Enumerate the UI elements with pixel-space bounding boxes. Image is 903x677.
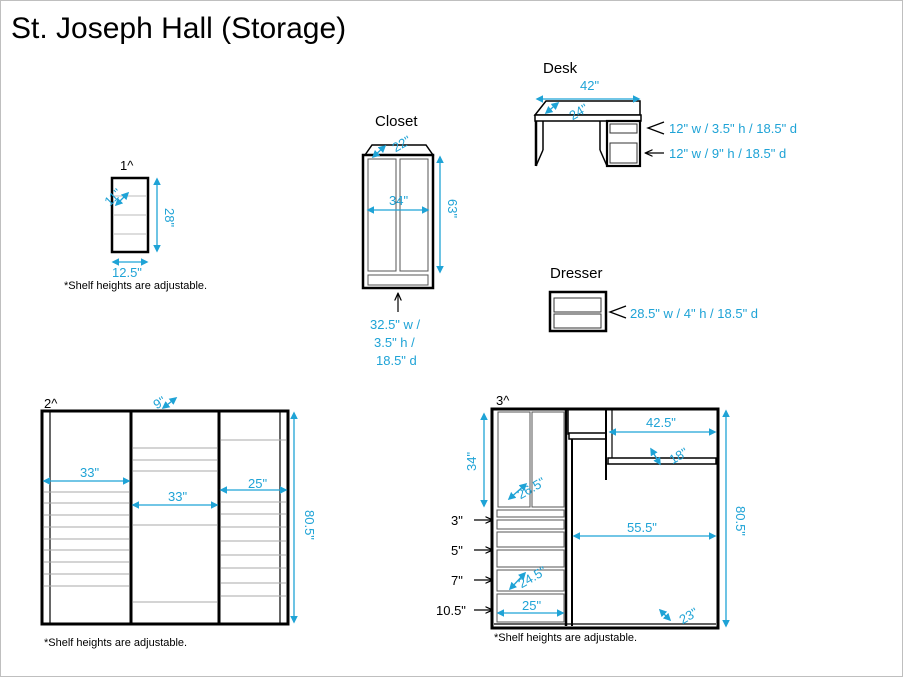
- unit2-wardrobe-drawing: [40, 397, 298, 626]
- desk-width-label: 42": [580, 78, 600, 93]
- unit3-drawer3-label: 7": [451, 573, 463, 588]
- unit3-open-width-label: 55.5": [627, 520, 657, 535]
- closet-drawer-line3: 18.5" d: [376, 353, 417, 368]
- closet-width-label: 34": [389, 193, 409, 208]
- unit3-drawer1-label: 3": [451, 513, 463, 528]
- desk-bottom-drawer-label: 12" w / 9" h / 18.5" d: [669, 146, 787, 161]
- unit3-note: *Shelf heights are adjustable.: [494, 632, 638, 644]
- unit3-drawer-width-label: 25": [522, 598, 542, 613]
- unit3-height-label: 80.5": [733, 506, 748, 536]
- unit3-closet-system-drawing: [474, 407, 730, 630]
- dresser-drawers-label: 28.5" w / 4" h / 18.5" d: [630, 306, 759, 321]
- unit2-left-width-label: 33": [80, 465, 100, 480]
- unit2-note: *Shelf heights are adjustable.: [44, 637, 188, 649]
- unit2-mid-width-label: 33": [168, 489, 188, 504]
- desk-title: Desk: [543, 60, 578, 77]
- desk-top-drawer-label: 12" w / 3.5" h / 18.5" d: [669, 121, 798, 136]
- unit3-drawer4-label: 10.5": [436, 603, 466, 618]
- unit3-shelf-width-label: 42.5": [646, 415, 676, 430]
- unit1-shelf-drawing: [110, 176, 161, 266]
- unit2-right-width-label: 25": [248, 476, 268, 491]
- unit2-height-label: 80.5": [302, 510, 317, 540]
- unit3-drawer2-label: 5": [451, 543, 463, 558]
- page-title: St. Joseph Hall (Storage): [11, 12, 347, 45]
- unit1-width-label: 12.5": [112, 265, 142, 280]
- closet-drawer-line1: 32.5" w /: [370, 317, 421, 332]
- desk-drawing: [533, 95, 665, 168]
- closet-title: Closet: [375, 113, 418, 130]
- unit3-tag: 3^: [496, 393, 510, 408]
- unit1-height-label: 28": [162, 208, 177, 228]
- closet-drawing: [361, 144, 444, 312]
- dresser-drawing: [548, 290, 627, 333]
- closet-height-label: 63": [445, 199, 460, 219]
- unit1-note: *Shelf heights are adjustable.: [64, 280, 208, 292]
- dresser-title: Dresser: [550, 265, 603, 282]
- unit1-tag: 1^: [120, 158, 134, 173]
- unit3-top-section-label: 34": [464, 451, 479, 471]
- unit2-tag: 2^: [44, 396, 58, 411]
- closet-drawer-line2: 3.5" h /: [374, 335, 415, 350]
